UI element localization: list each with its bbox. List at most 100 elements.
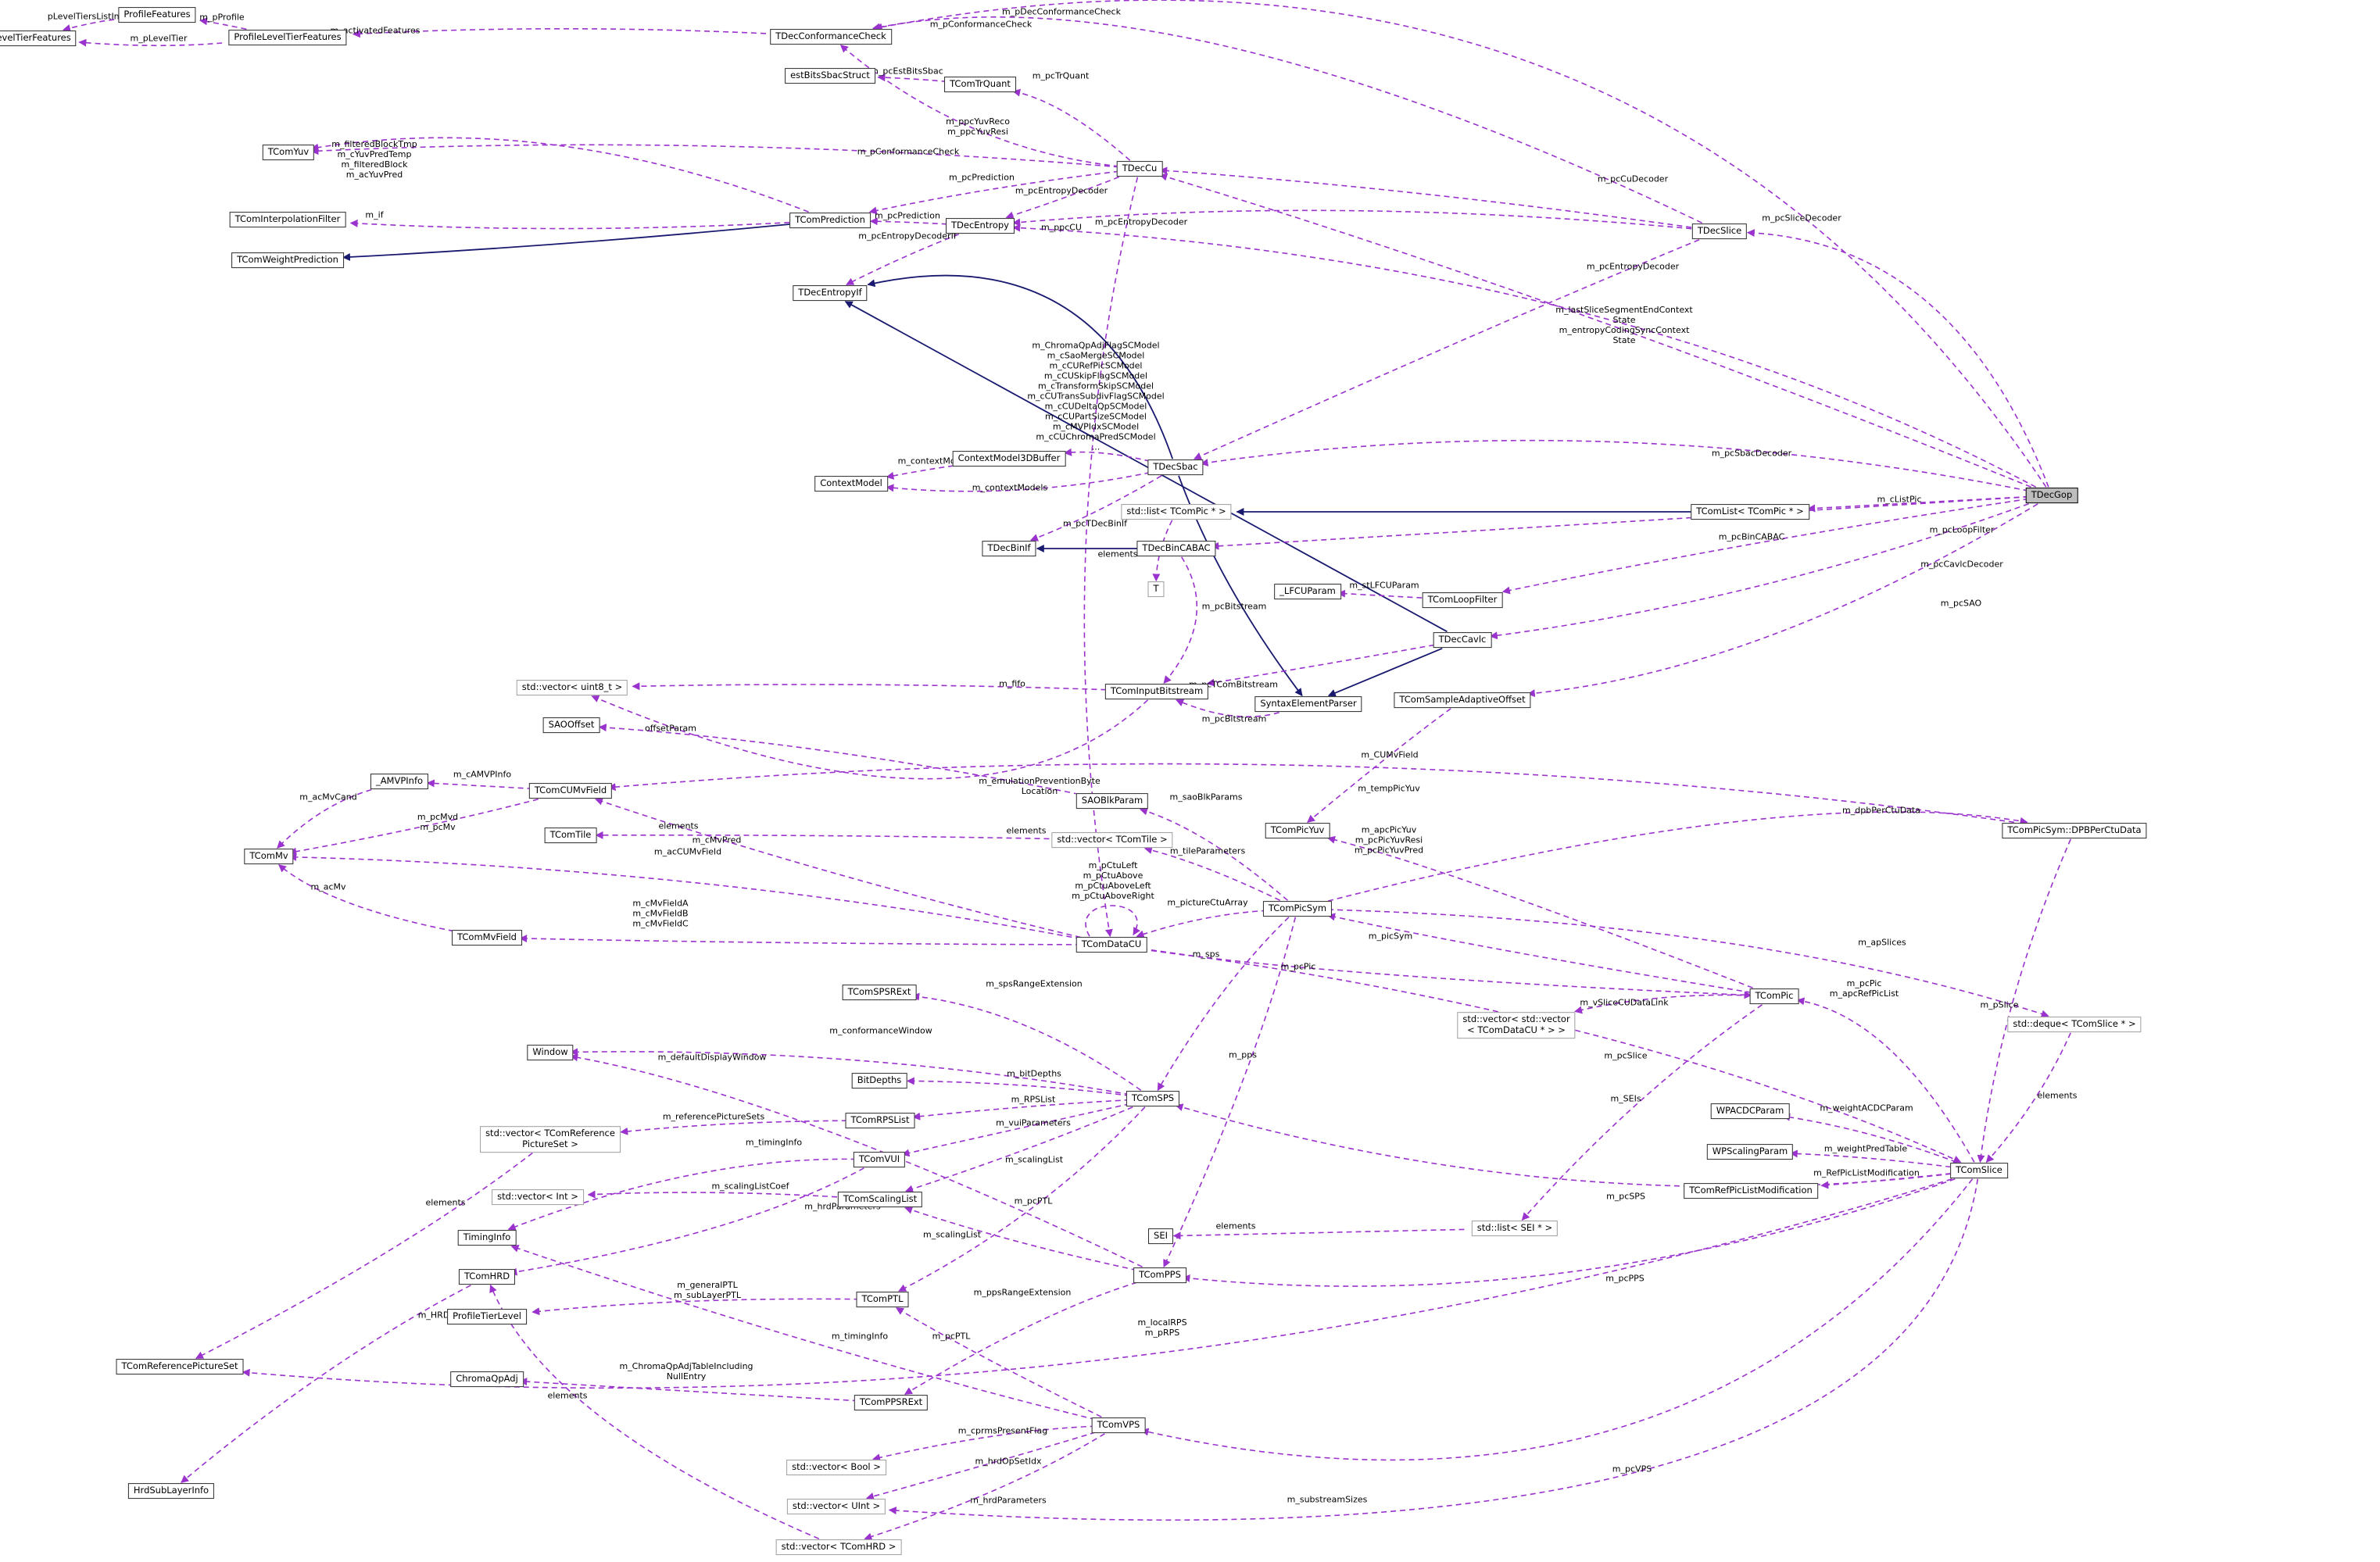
edge-label-m_fifo: m_fifo — [999, 678, 1025, 689]
edge-label-m_pProfile: m_pProfile — [199, 12, 245, 23]
class-node-TDecCu: TDecCu — [1116, 161, 1163, 177]
edge-label-m_HRD: m_HRD — [417, 1310, 450, 1321]
member-edge-TDecSlice-to-TDecSbac — [1193, 239, 1700, 460]
class-node-TComScalingList: TComScalingList — [837, 1192, 923, 1207]
edge-label-m_contextModel: m_contextModel — [897, 456, 969, 466]
member-edge-dpb-to-TComSlice — [1977, 838, 2072, 1163]
member-edge-TComVUI-to-TimingInfo — [507, 1158, 857, 1231]
member-edge-TDecSlice-to-TDecConformanceCheck — [872, 16, 1702, 224]
class-node-TComInterpolationFilter: TComInterpolationFilter — [229, 212, 346, 227]
class-node-TimingInfo: TimingInfo — [457, 1230, 517, 1246]
edge-label-m_filteredBlockTmp: m_filteredBlockTmp m_cYuvPredTemp m_filt… — [331, 139, 417, 180]
member-edge-TComPicSym-to-SAOBlkParam — [1139, 807, 1289, 901]
edge-label-m_scalingList: m_scalingList — [922, 1229, 982, 1240]
edge-label-m_pcCavlcDecoder: m_pcCavlcDecoder — [1920, 559, 2003, 570]
member-edge-TComMvField-to-TComMv — [278, 864, 454, 932]
class-node-TComPrediction: TComPrediction — [789, 213, 871, 228]
member-edge-TComScalingList-to-vec_int — [587, 1190, 838, 1199]
inheritance-edge-TDecCavlc-to-TDecEntropyIf — [844, 301, 1448, 633]
edge-label-m_cAMVPInfo: m_cAMVPInfo — [453, 769, 512, 780]
class-node-WPScalingParam: WPScalingParam — [1706, 1144, 1794, 1160]
member-edge-TComSlice-to-WPScalingParam — [1789, 1149, 1952, 1168]
class-node-TComPicSym: TComPicSym — [1262, 901, 1333, 917]
member-edge-TComSlice-to-TComReferencePictureSet — [242, 1178, 1952, 1389]
member-edge-TComPrediction-to-TComInterpolationFilter — [349, 219, 790, 230]
member-edge-TDecCu-to-TComDataCU — [1083, 177, 1139, 938]
edge-label-m_acMv: m_acMv — [310, 881, 346, 892]
edge-label-m_referencePictureSets: m_referencePictureSets — [662, 1111, 765, 1122]
edge-label-elements: elements — [658, 820, 699, 831]
edge-label-elements: elements — [1006, 825, 1047, 836]
edge-label-m_contextModels: m_contextModels — [972, 482, 1048, 493]
member-edge-TComDataCU-to-TComMv — [288, 852, 1082, 940]
edge-label-m_pcBinCABAC: m_pcBinCABAC — [1718, 531, 1785, 542]
member-edge-ProfileLevelTierFeatures-to-LevelTierFeatures — [78, 38, 223, 47]
edge-label-elements: elements — [1097, 549, 1138, 559]
edge-label-elements: elements — [547, 1390, 588, 1401]
class-node-TDecSbac: TDecSbac — [1147, 459, 1204, 475]
member-edge-TComCUMvField-to-AMVPInfo — [426, 779, 533, 790]
member-edge-TDecGop-to-TDecSlice — [1746, 229, 2049, 488]
class-node-TDecSlice: TDecSlice — [1691, 223, 1748, 239]
member-edge-TDecGop-to-TDecSbac — [1200, 439, 2029, 491]
member-edge-TComSlice-to-TComPic — [1796, 997, 1975, 1163]
member-edge-TComSPS-to-TComRPSList — [912, 1099, 1130, 1121]
edge-label-m_weightACDCParam: m_weightACDCParam — [1820, 1103, 1913, 1113]
class-node-ProfileTierLevel: ProfileTierLevel — [447, 1309, 527, 1324]
edge-label-m_pps: m_pps — [1229, 1049, 1257, 1060]
edge-label-m_substreamSizes: m_substreamSizes — [1287, 1494, 1368, 1505]
inheritance-edge-TComPrediction-to-TComWeightPrediction — [342, 223, 790, 261]
edge-label-m_cprmsPresentFlag: m_cprmsPresentFlag — [957, 1425, 1048, 1436]
edge-label-m_pcSAO: m_pcSAO — [1940, 598, 1982, 609]
class-node-TDecEntropy: TDecEntropy — [946, 218, 1015, 234]
class-node-TComSampleAdaptiveOffset: TComSampleAdaptiveOffset — [1394, 692, 1531, 708]
class-node-TComTile: TComTile — [544, 827, 597, 843]
edge-label-m_pcEntropyDecoder: m_pcEntropyDecoder — [1586, 261, 1680, 272]
edge-label-m_ppsRangeExtension: m_ppsRangeExtension — [973, 1287, 1072, 1298]
class-node-TComVPS: TComVPS — [1091, 1417, 1146, 1433]
member-edge-TComVPS-to-TimingInfo — [510, 1244, 1096, 1421]
edge-label-m_pcPic: m_pcPic m_apcRefPicList — [1829, 978, 1899, 999]
member-edge-TDecSlice-to-TDecEntropy — [1012, 209, 1692, 230]
edge-label-m_pcCuDecoder: m_pcCuDecoder — [1597, 173, 1669, 184]
edge-label-m_pConformanceCheck: m_pConformanceCheck — [929, 19, 1033, 30]
member-edge-TComPicSym-to-TComDataCU — [1136, 910, 1268, 938]
member-edge-TDecGop-to-TDecEntropy — [1012, 223, 2037, 488]
class-node-vec_tile: std::vector< TComTile > — [1051, 832, 1173, 848]
class-node-vec_rps: std::vector< TComReference PictureSet > — [480, 1126, 621, 1153]
class-node-TComMvField: TComMvField — [452, 930, 522, 945]
member-edge-TComSPS-to-BitDepths — [906, 1077, 1130, 1097]
class-node-TDecConformanceCheck: TDecConformanceCheck — [770, 29, 892, 45]
class-node-AMVPInfo: _AMVPInfo — [370, 774, 429, 789]
member-edge-TComTrQuant-to-estBitsSbacStruct — [877, 73, 947, 83]
class-node-TComLoopFilter: TComLoopFilter — [1422, 592, 1503, 608]
member-edge-TComSPS-to-TComPTL — [898, 1106, 1146, 1292]
class-node-TComWeightPrediction: TComWeightPrediction — [231, 252, 344, 268]
class-node-vec_uint: std::vector< UInt > — [786, 1499, 886, 1514]
edge-label-m_acCUMvField: m_acCUMvField — [653, 846, 722, 857]
class-node-WPACDCParam: WPACDCParam — [1710, 1103, 1790, 1119]
class-node-TComDataCU: TComDataCU — [1075, 937, 1147, 953]
member-edge-ProfileFeatures-to-LevelTierFeatures — [63, 19, 115, 32]
class-node-list_pic: std::list< TComPic * > — [1121, 504, 1232, 520]
class-node-TComMv: TComMv — [244, 849, 294, 864]
member-edge-TDecGop-to-TDecCu — [1159, 173, 2031, 488]
member-edge-TComPicSym-to-dpb — [1327, 811, 2028, 902]
edge-label-m_emulationPreventionByte: m_emulationPreventionByte Location — [979, 776, 1101, 796]
class-node-BitDepths: BitDepths — [851, 1073, 907, 1088]
edge-label-m_hrdParameters: m_hrdParameters — [970, 1495, 1047, 1506]
class-node-ProfileFeatures: ProfileFeatures — [118, 7, 196, 23]
class-node-TDecEntropyIf: TDecEntropyIf — [793, 285, 868, 301]
class-node-TComSPSRExt: TComSPSRExt — [842, 985, 917, 1000]
class-node-TComInputBitstream: TComInputBitstream — [1104, 684, 1209, 699]
class-node-TDecBinCABAC: TDecBinCABAC — [1136, 541, 1216, 556]
class-node-TComCUMvField: TComCUMvField — [528, 783, 613, 799]
member-edge-TComLoopFilter-to-LFCUParam — [1337, 589, 1423, 599]
class-node-TComPTL: TComPTL — [856, 1292, 909, 1307]
member-edge-TComInputBitstream-to-vec_u8 — [632, 682, 1107, 691]
member-edge-TComSlice-to-TComSPS — [1175, 1103, 1952, 1188]
member-edge-TComPicSym-to-TComPPS — [1163, 917, 1297, 1268]
class-node-LFCUParam: _LFCUParam — [1274, 584, 1341, 599]
